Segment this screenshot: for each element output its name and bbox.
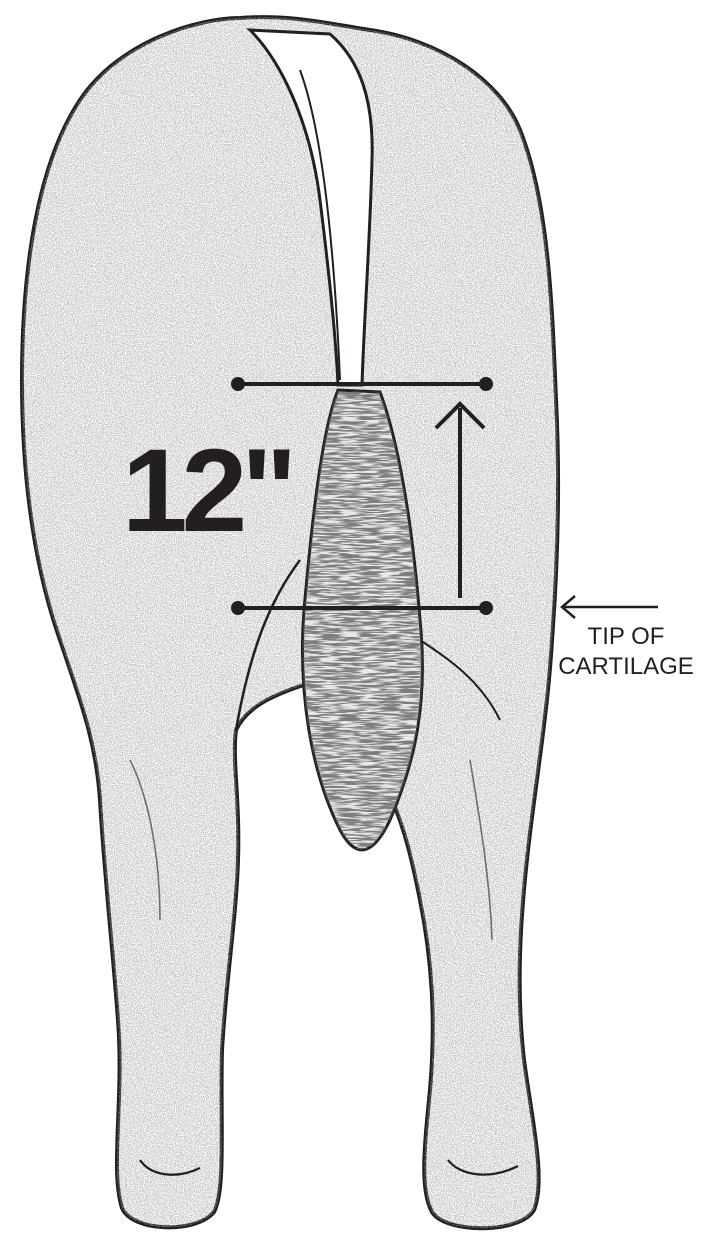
note-line-2: CARTILAGE — [546, 652, 706, 682]
cow-body — [22, 17, 558, 1228]
note-line-1: TIP OF — [546, 622, 706, 652]
lower-line-left-dot — [231, 601, 245, 615]
left-arrow-icon — [562, 596, 658, 618]
tip-of-cartilage-note: TIP OF CARTILAGE — [546, 622, 706, 682]
upper-line-right-dot — [479, 377, 493, 391]
lower-line-right-dot — [479, 601, 493, 615]
measurement-label: 12" — [122, 432, 291, 550]
upper-line-left-dot — [231, 377, 245, 391]
